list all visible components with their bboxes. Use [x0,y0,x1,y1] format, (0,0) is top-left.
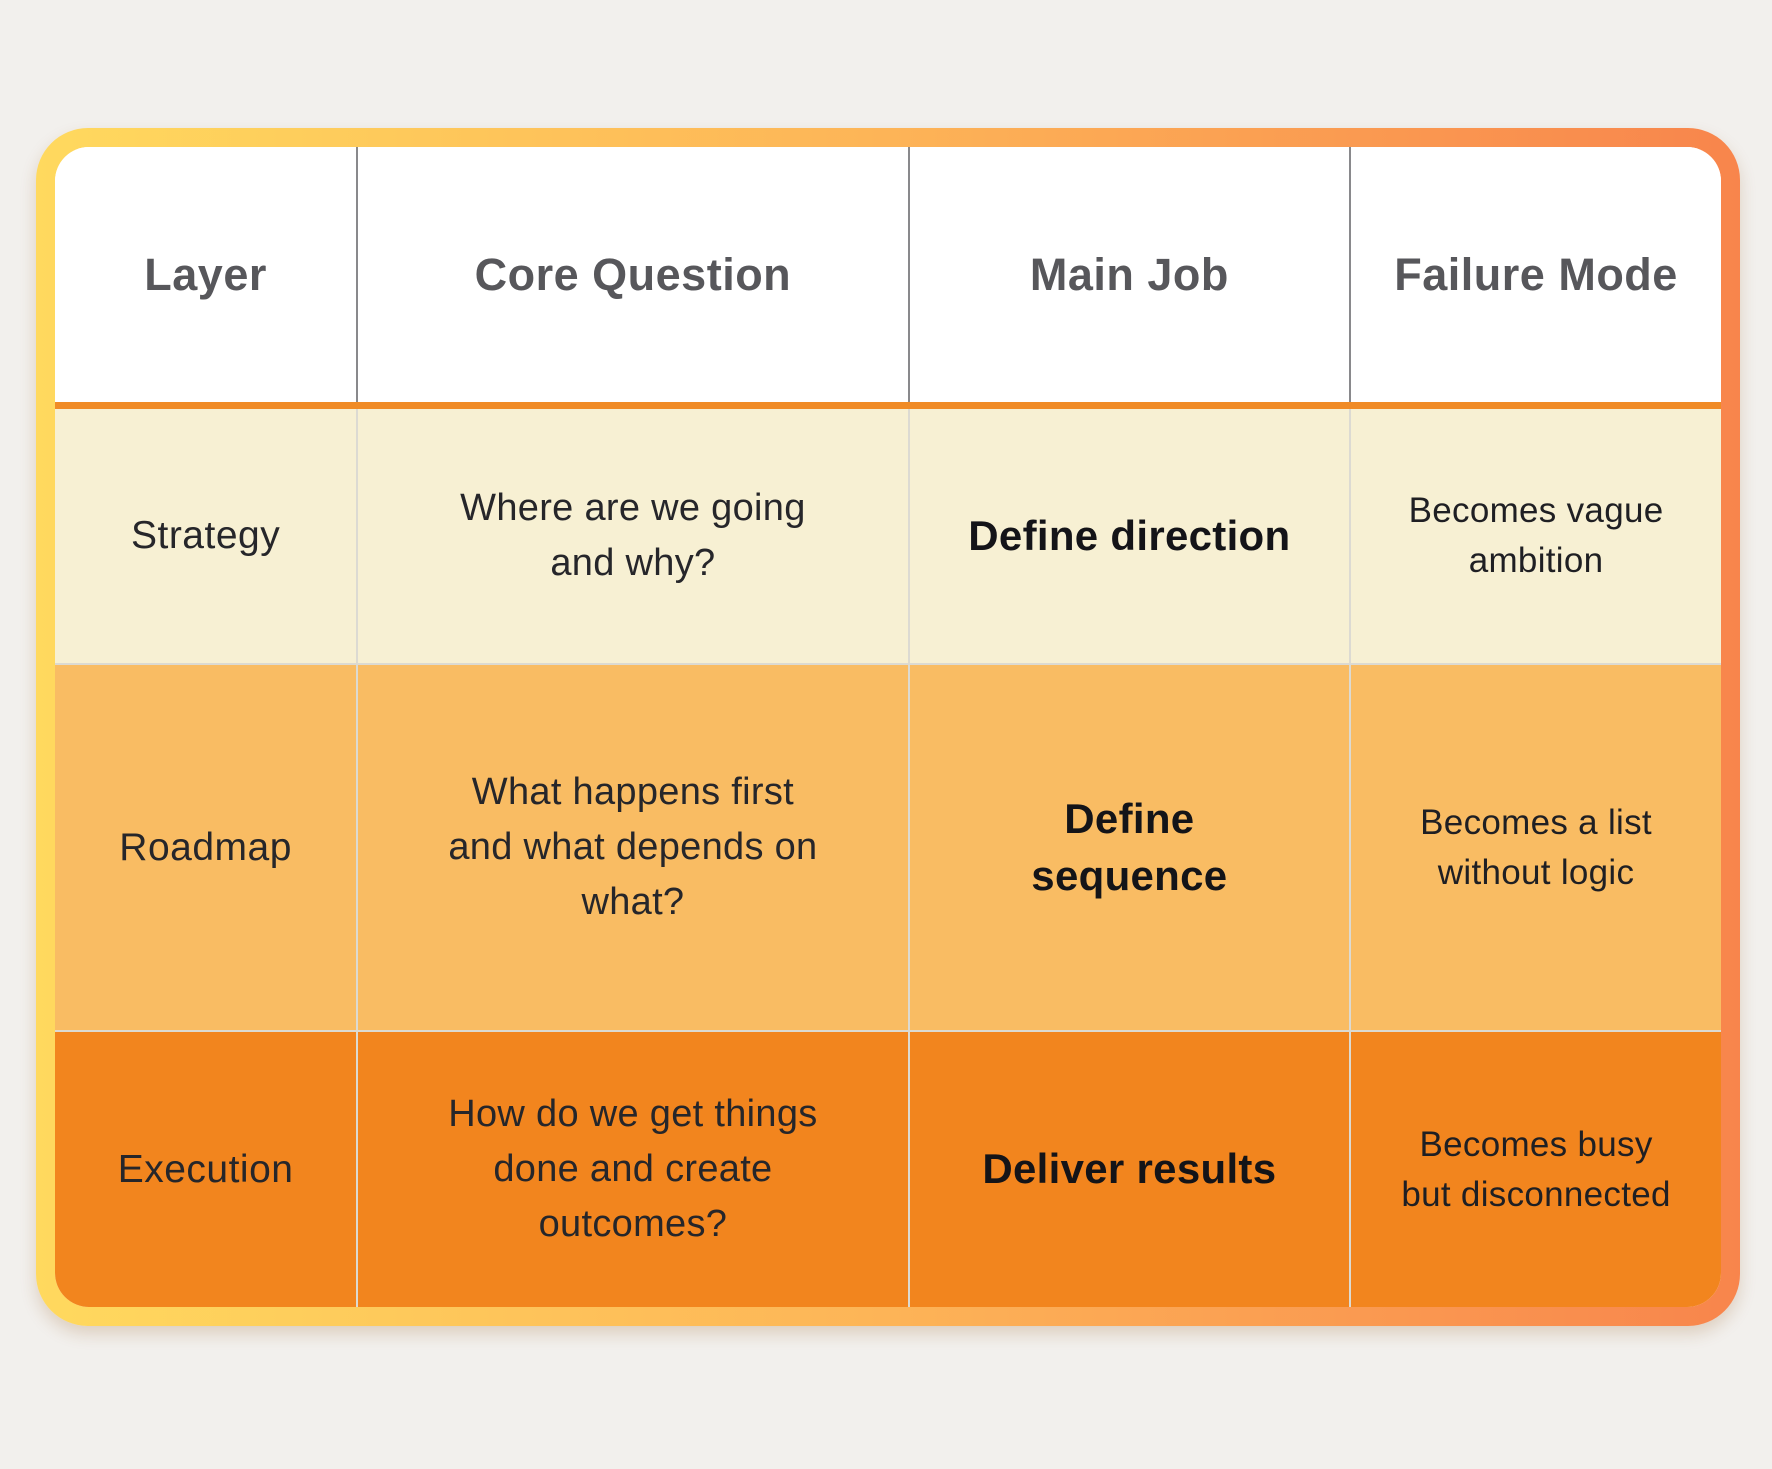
table-row-execution: Execution How do we get things done and … [55,1032,1721,1307]
table-row-roadmap: Roadmap What happens first and what depe… [55,665,1721,1032]
header-row: Layer Core Question Main Job Failure Mod… [55,147,1721,409]
cell-strategy-layer: Strategy [55,409,359,663]
cell-strategy-failure-mode: Becomes vague ambition [1351,409,1721,663]
layer-value: Roadmap [119,825,292,869]
layer-value: Strategy [130,514,281,557]
cell-roadmap-core-question: What happens first and what depends on w… [358,665,910,1030]
main-job-value: Define direction [968,511,1291,559]
column-header-label: Core Question [474,248,792,300]
cell-strategy-core-question: Where are we going and why? [358,409,910,663]
cell-roadmap-failure-mode: Becomes a list without logic [1351,665,1721,1030]
failure-mode-value: Becomes a list without logic [1420,802,1652,892]
cell-execution-main-job: Deliver results [910,1032,1352,1307]
comparison-table: Layer Core Question Main Job Failure Mod… [55,147,1721,1307]
cell-roadmap-main-job: Define sequence [910,665,1352,1030]
column-header-label: Layer [144,248,267,300]
core-question-value: What happens first and what depends on w… [448,770,818,924]
cell-roadmap-layer: Roadmap [55,665,359,1030]
comparison-table-card: Layer Core Question Main Job Failure Mod… [36,128,1740,1326]
column-header-core-question: Core Question [358,147,910,402]
failure-mode-value: Becomes vague ambition [1408,491,1664,580]
cell-execution-failure-mode: Becomes busy but disconnected [1351,1032,1721,1307]
column-header-failure-mode: Failure Mode [1351,147,1721,402]
column-header-layer: Layer [55,147,359,402]
main-job-value: Deliver results [982,1145,1277,1193]
cell-execution-core-question: How do we get things done and create out… [358,1032,910,1307]
core-question-value: How do we get things done and create out… [448,1092,818,1246]
main-job-value: Define sequence [1031,794,1228,899]
cell-execution-layer: Execution [55,1032,359,1307]
failure-mode-value: Becomes busy but disconnected [1401,1124,1671,1214]
layer-value: Execution [117,1147,294,1191]
column-header-main-job: Main Job [910,147,1352,402]
core-question-value: Where are we going and why? [460,486,806,584]
column-header-label: Failure Mode [1394,248,1678,300]
column-header-label: Main Job [1029,248,1229,300]
cell-strategy-main-job: Define direction [910,409,1352,663]
table-row-strategy: Strategy Where are we going and why? Def… [55,409,1721,665]
